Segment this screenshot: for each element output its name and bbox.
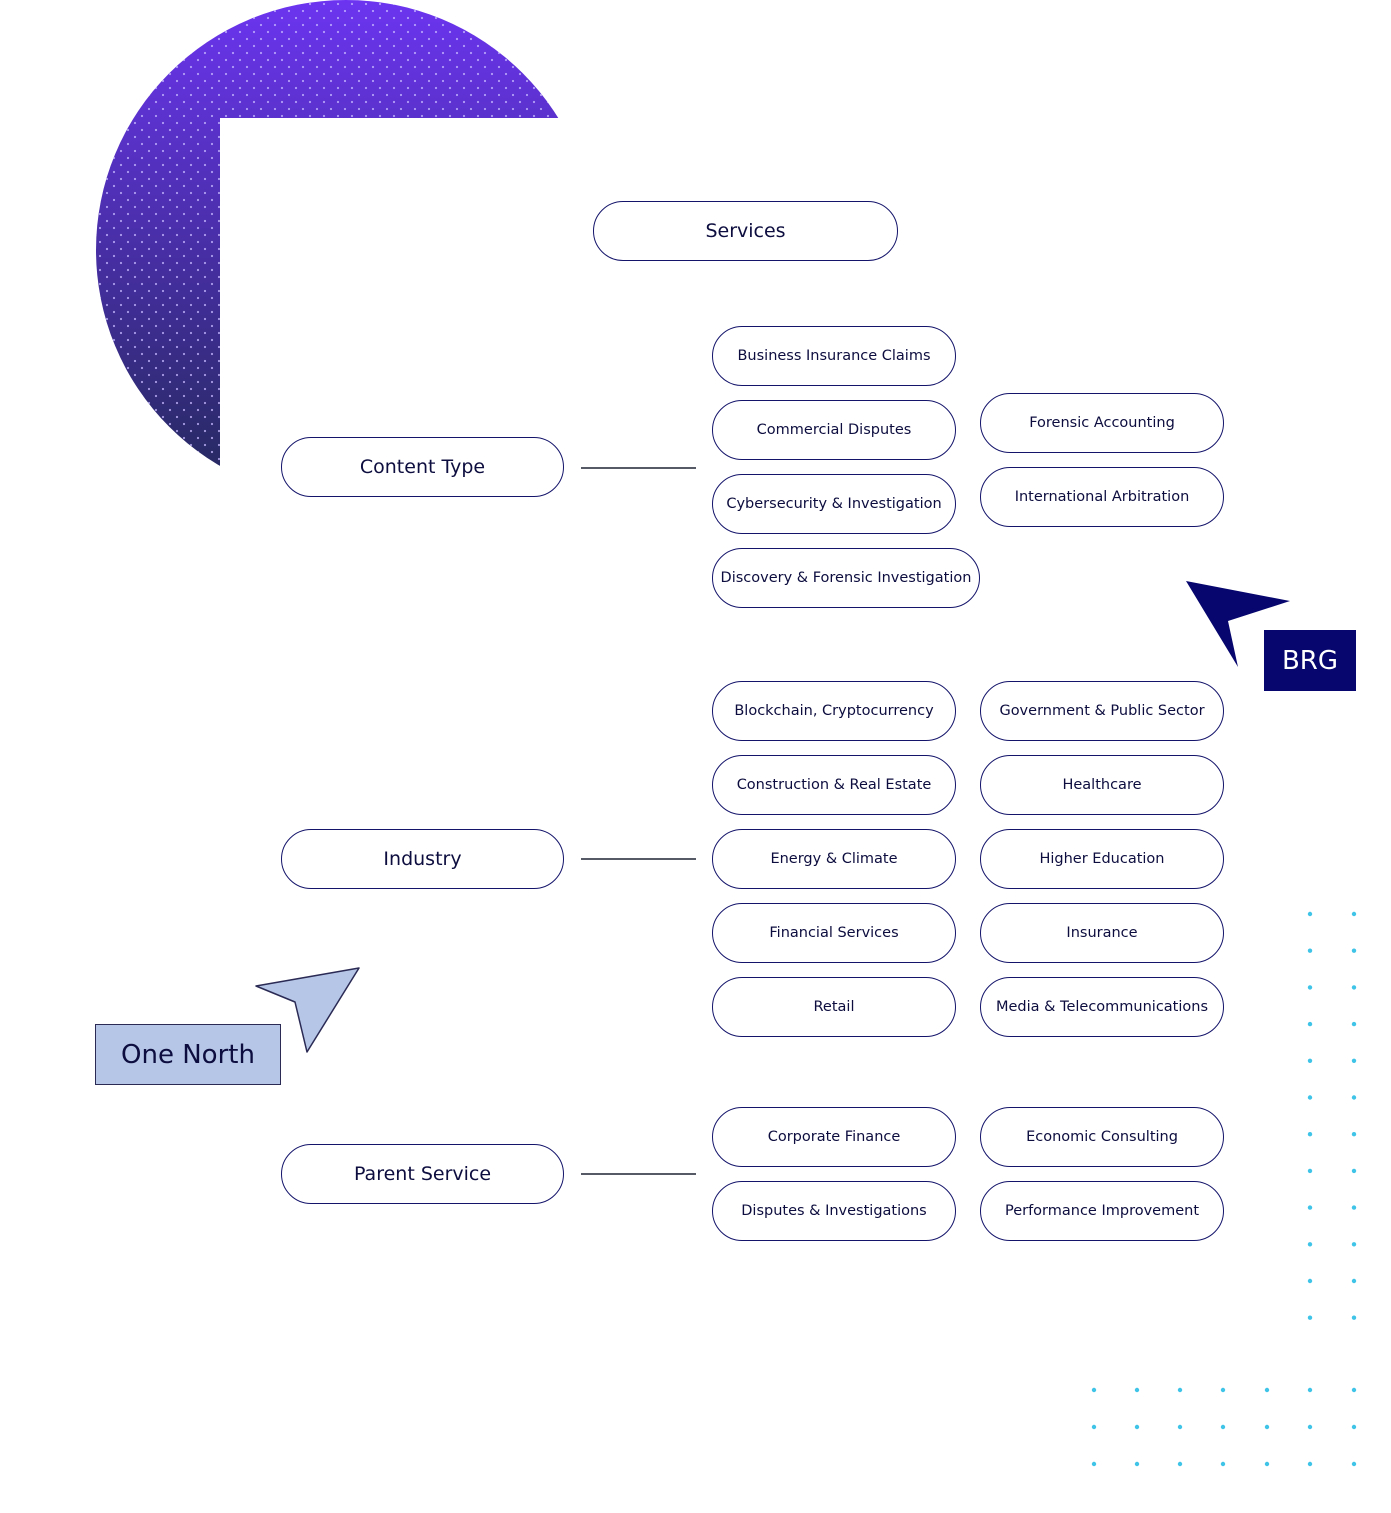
one-north-badge: One North (95, 1024, 281, 1085)
item-retail: Retail (712, 977, 956, 1037)
root-node-services: Services (593, 201, 898, 261)
brg-badge: BRG (1264, 630, 1356, 691)
decorative-dot-pattern (1091, 911, 1357, 1467)
item-forensic-accounting: Forensic Accounting (980, 393, 1224, 453)
item-discovery-forensic-investigation: Discovery & Forensic Investigation (712, 548, 980, 608)
connector-parent-service (581, 1173, 696, 1175)
item-disputes-investigations: Disputes & Investigations (712, 1181, 956, 1241)
item-commercial-disputes: Commercial Disputes (712, 400, 956, 460)
item-blockchain-cryptocurrency: Blockchain, Cryptocurrency (712, 681, 956, 741)
connector-industry (581, 858, 696, 860)
item-energy-climate: Energy & Climate (712, 829, 956, 889)
item-healthcare: Healthcare (980, 755, 1224, 815)
one-north-cursor-pointer-icon (255, 967, 360, 1053)
item-higher-education: Higher Education (980, 829, 1224, 889)
item-business-insurance-claims: Business Insurance Claims (712, 326, 956, 386)
item-corporate-finance: Corporate Finance (712, 1107, 956, 1167)
item-cybersecurity-investigation: Cybersecurity & Investigation (712, 474, 956, 534)
category-node-industry: Industry (281, 829, 564, 889)
item-international-arbitration: International Arbitration (980, 467, 1224, 527)
item-media-telecommunications: Media & Telecommunications (980, 977, 1224, 1037)
item-insurance: Insurance (980, 903, 1224, 963)
item-financial-services: Financial Services (712, 903, 956, 963)
item-construction-real-estate: Construction & Real Estate (712, 755, 956, 815)
category-node-parent-service: Parent Service (281, 1144, 564, 1204)
brg-cursor-pointer-icon (1186, 581, 1290, 667)
connector-content-type (581, 467, 696, 469)
item-performance-improvement: Performance Improvement (980, 1181, 1224, 1241)
category-node-content-type: Content Type (281, 437, 564, 497)
item-government-public-sector: Government & Public Sector (980, 681, 1224, 741)
item-economic-consulting: Economic Consulting (980, 1107, 1224, 1167)
